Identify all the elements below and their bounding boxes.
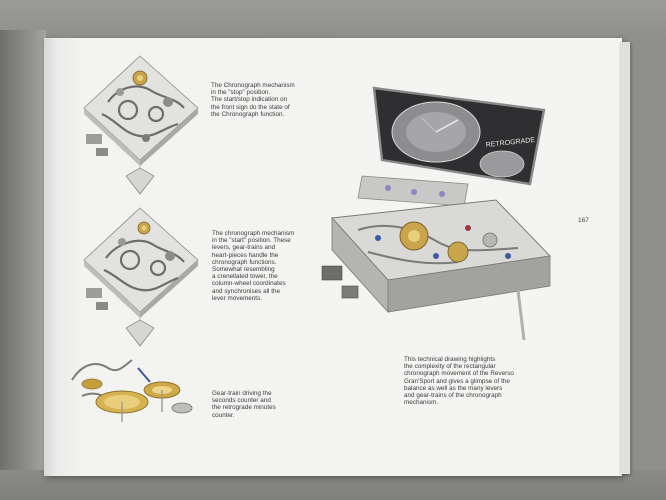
facing-page-edge (0, 30, 46, 470)
page-stack-edge (620, 42, 630, 474)
chronograph-stop-illustration (83, 55, 199, 195)
backdrop-top (0, 0, 666, 40)
reverso-movement-illustration: RETROGRADE (321, 86, 552, 341)
caption-start-position: The chronograph mechanism in the "start"… (212, 230, 295, 302)
page-number: 167 (578, 217, 589, 224)
caption-gear-train: Gear-train driving the seconds counter a… (212, 390, 276, 419)
gear-train-illustration (71, 359, 193, 422)
chronograph-start-illustration (83, 207, 199, 347)
caption-technical-drawing: This technical drawing highlights the co… (404, 356, 514, 407)
caption-stop-position: The Chronograph mechanism in the "stop" … (211, 82, 295, 118)
